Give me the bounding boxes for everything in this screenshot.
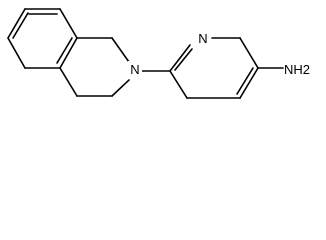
atom-label-n-pyridine: N <box>198 31 207 46</box>
chemical-structure: N N NH2 <box>7 8 324 99</box>
benzene-ring <box>7 8 78 69</box>
atom-n-ring: N <box>128 61 142 77</box>
atom-label-n-ring: N <box>130 62 139 77</box>
atom-n-pyridine: N <box>194 30 210 46</box>
tetrahydro-ring <box>59 37 130 97</box>
atom-amine: NH2 <box>284 60 324 78</box>
atom-label-amine: NH2 <box>284 62 310 77</box>
pyridine-ring <box>140 37 284 99</box>
